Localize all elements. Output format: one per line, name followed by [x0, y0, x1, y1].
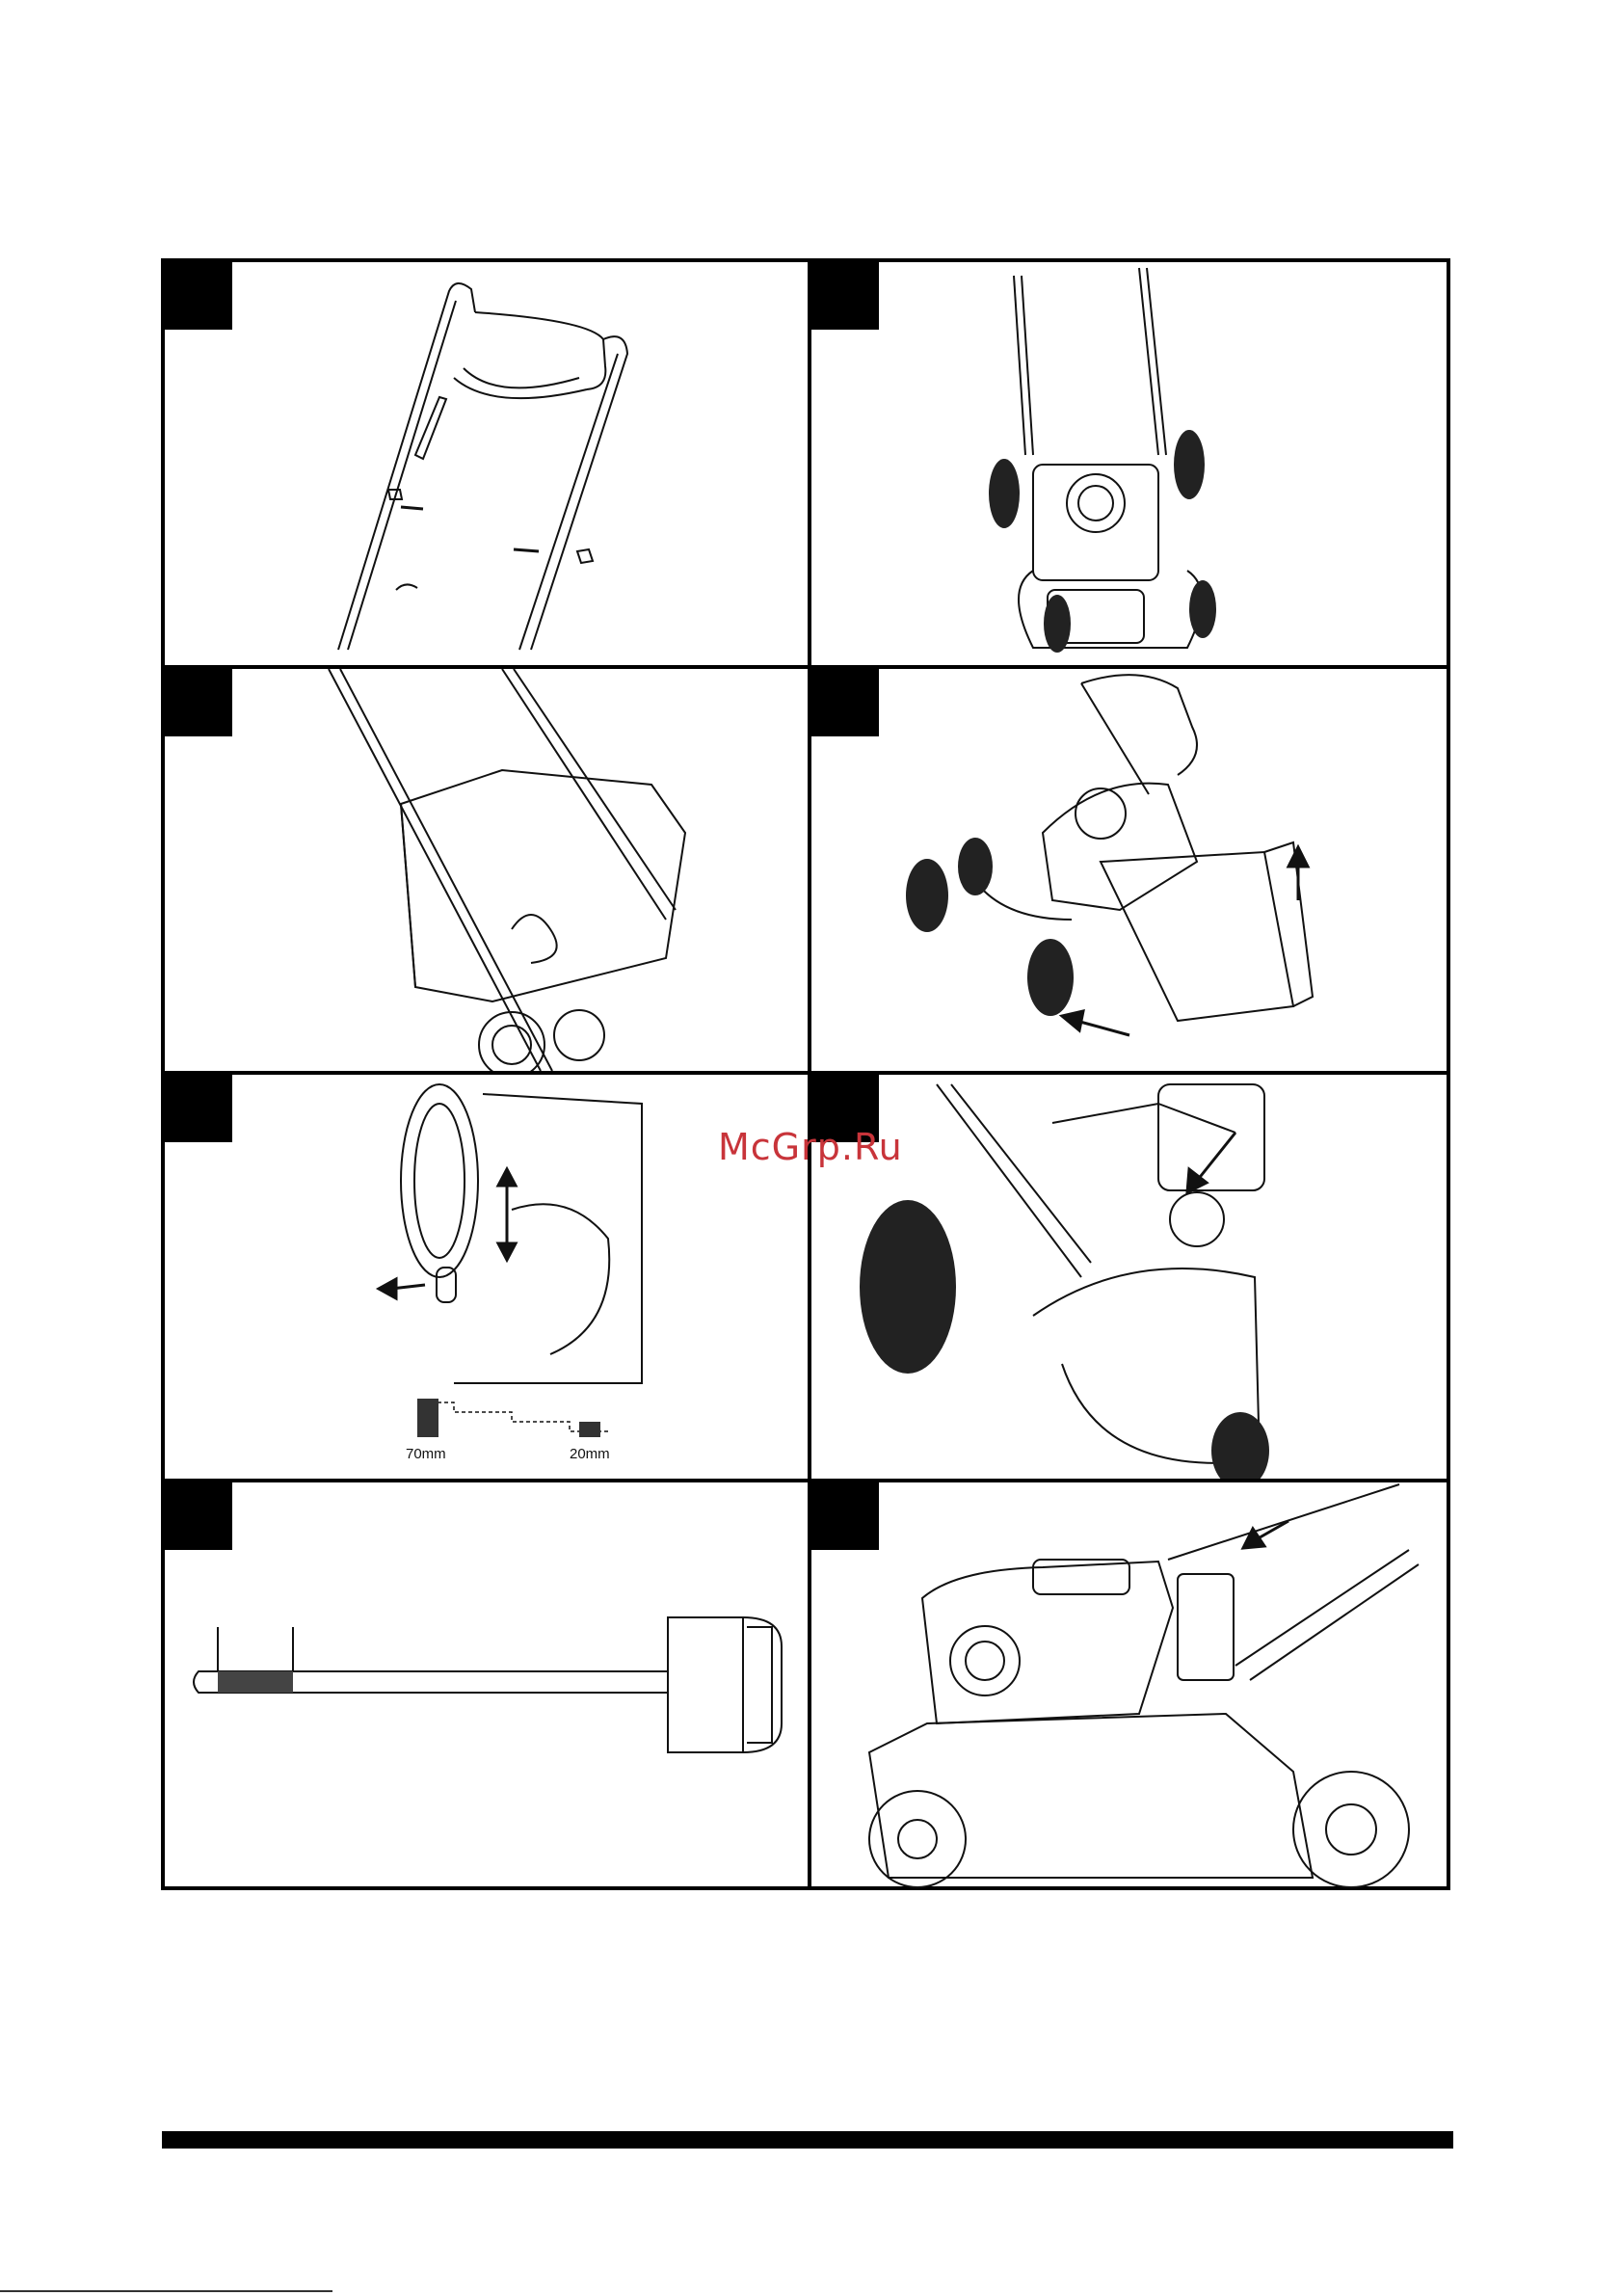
dipstick-drawing [165, 1482, 808, 1890]
figure-7-dipstick [165, 1482, 808, 1890]
figure-5-cutting-height: 70mm 20mm [165, 1075, 808, 1479]
height-max-label: 70mm [406, 1446, 446, 1462]
bag-attach-drawing [811, 669, 1454, 1071]
handle-detail-drawing [811, 1075, 1454, 1479]
cutting-height-drawing: 70mm 20mm [165, 1075, 808, 1479]
figure-8-mower-side [811, 1482, 1454, 1890]
watermark-text: McGrp.Ru [718, 1126, 903, 1168]
figure-3-grass-bag [165, 669, 808, 1071]
handle-drawing [165, 262, 808, 665]
figure-grid: 70mm 20mm [161, 258, 1450, 1890]
mower-side-drawing [811, 1482, 1454, 1890]
grass-tall-mark [417, 1399, 438, 1437]
figure-6-handle-detail [811, 1075, 1454, 1479]
grass-short-mark [579, 1422, 600, 1437]
page-corner-mark [0, 2290, 332, 2292]
figure-1-handle-assembly [165, 262, 808, 665]
figure-2-mower-front [811, 262, 1454, 665]
grass-bag-drawing [165, 669, 808, 1071]
height-min-label: 20mm [570, 1446, 610, 1462]
oil-level-zone [218, 1671, 293, 1693]
footer-rule [162, 2131, 1453, 2149]
figure-4-bag-attach [811, 669, 1454, 1071]
mower-front-drawing [811, 262, 1454, 665]
